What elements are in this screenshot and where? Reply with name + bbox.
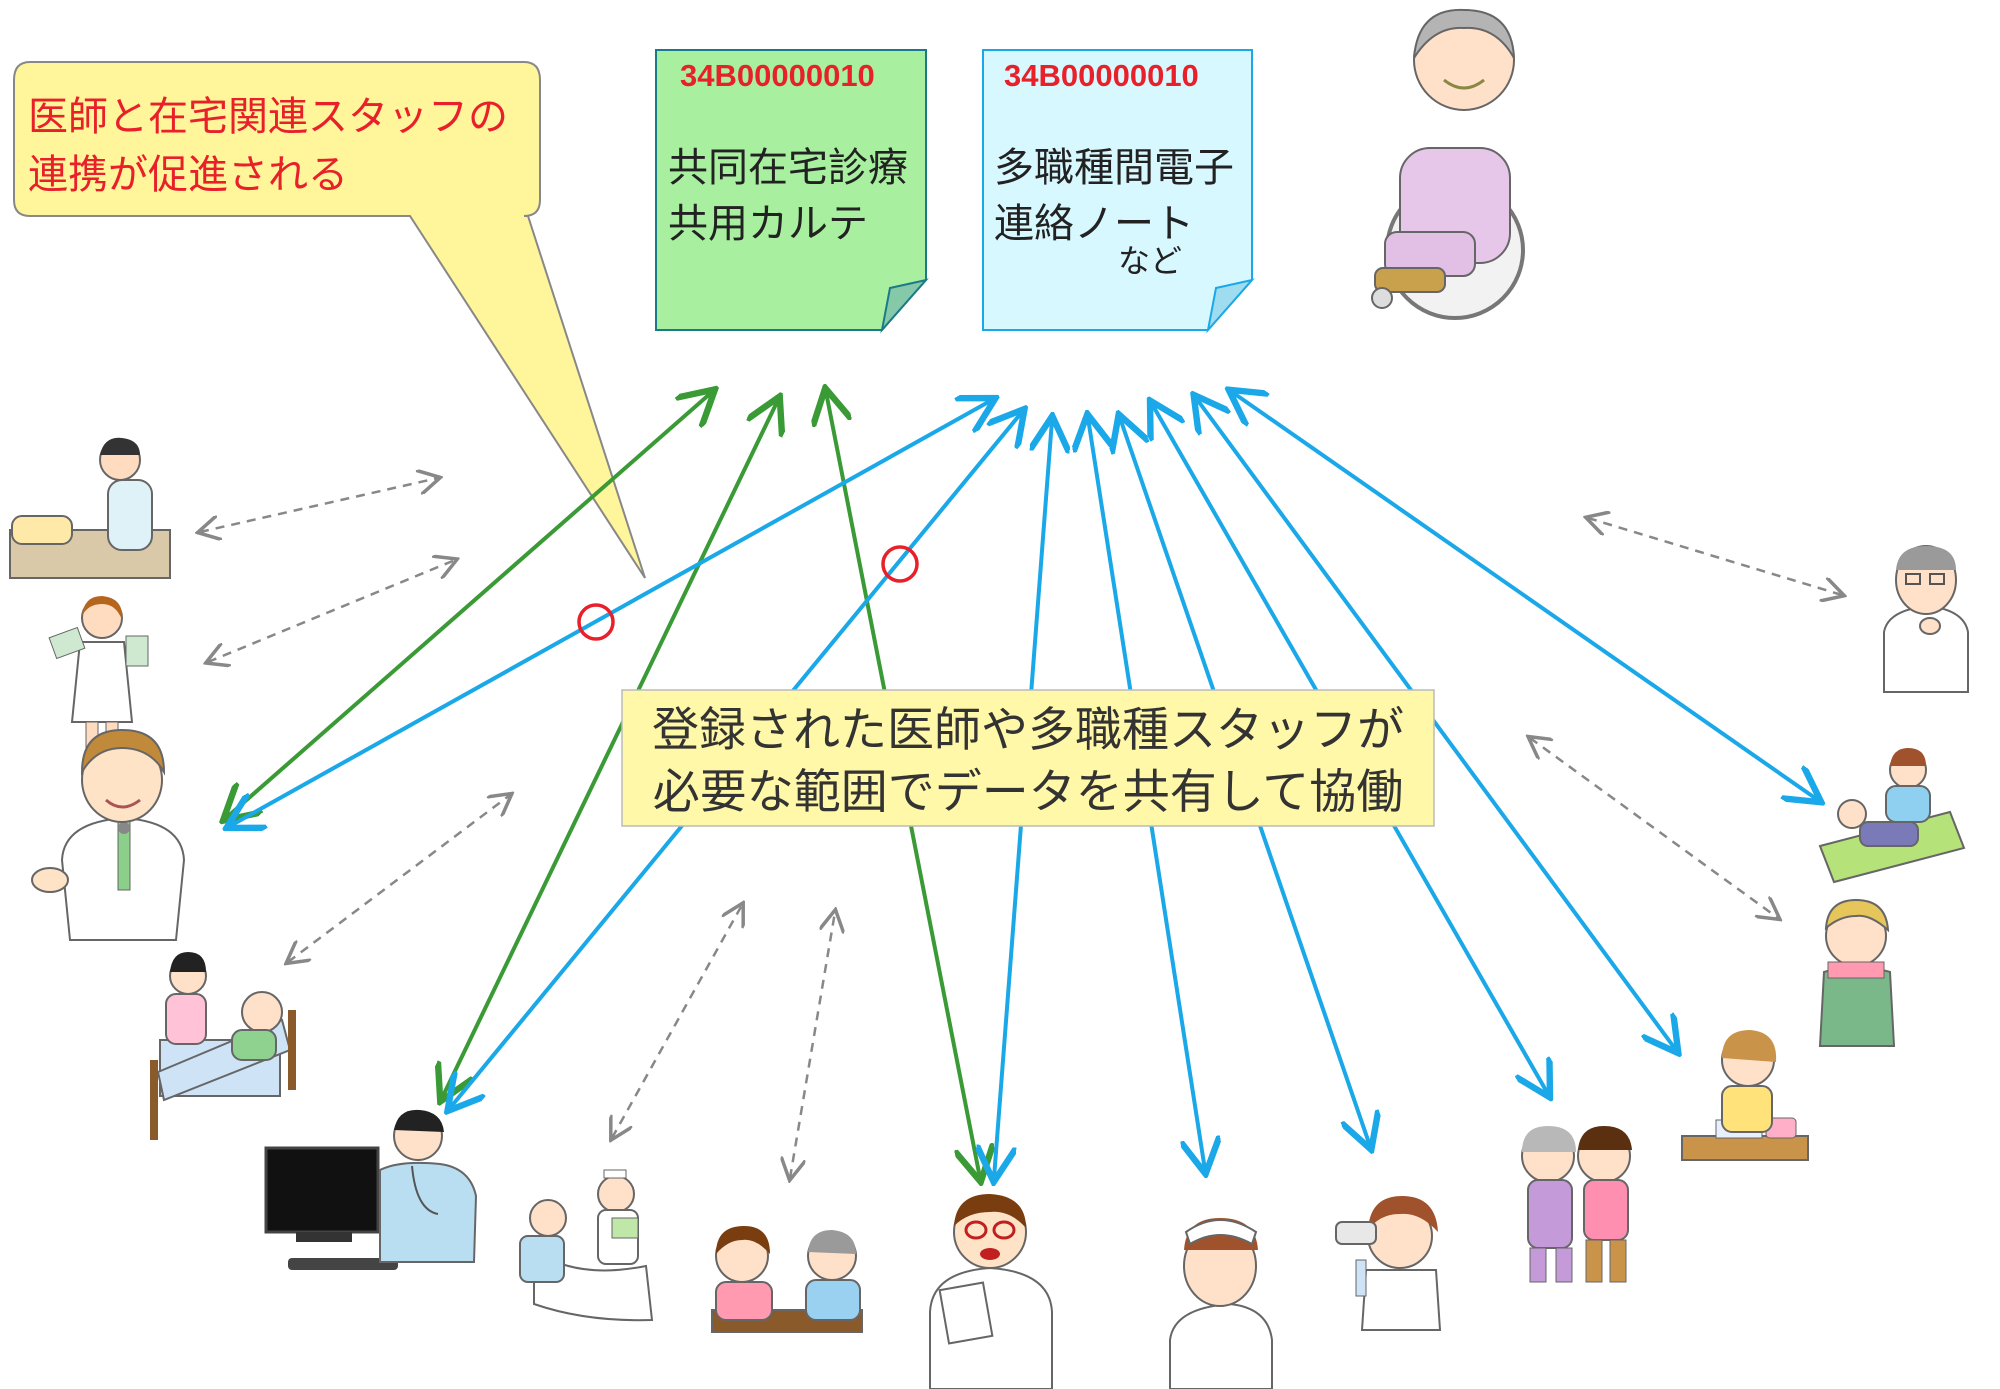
marker-circle — [881, 545, 919, 583]
home-care-bed-icon — [150, 952, 296, 1140]
nurse-icon — [1169, 1218, 1273, 1389]
dashed-arrow — [208, 560, 455, 662]
dashed-arrow — [1530, 738, 1778, 918]
dashed-arrow — [612, 905, 742, 1138]
note-id-label: 34B00000010 — [1004, 58, 1199, 93]
rehab-therapist-icon — [9, 437, 171, 579]
dashed-arrow — [200, 478, 438, 532]
center-label-box — [621, 689, 1435, 827]
note-id-label: 34B00000010 — [680, 58, 875, 93]
callout-text: 医師と在宅関連スタッフの 連携が促進される — [28, 88, 538, 204]
doctor-icon — [31, 728, 186, 941]
dashed-arrow — [790, 912, 835, 1178]
center-label: 登録された医師や多職種スタッフが 必要な範囲でデータを共有して協働 — [628, 700, 1428, 824]
caregiver-with-elderly-icon — [1521, 1126, 1632, 1283]
phone-operator-icon — [1681, 1030, 1809, 1161]
note-line: 多職種間電子 — [994, 145, 1234, 191]
note-line: 共同在宅診療 — [668, 145, 908, 191]
marker-circle — [577, 603, 615, 641]
dashed-arrow — [288, 795, 510, 962]
lab-technician-icon — [1335, 1196, 1442, 1331]
physical-therapist-icon — [1818, 748, 1966, 884]
note-suffix: など — [1118, 242, 1183, 280]
intersection-markers — [577, 545, 919, 641]
pharmacist-icon — [48, 596, 149, 759]
center-label-line: 必要な範囲でデータを共有して協働 — [652, 765, 1404, 820]
nurse-with-patient-icon — [519, 1169, 654, 1322]
care-consultation-icon — [711, 1226, 863, 1333]
lecturing-doctor-icon — [929, 1194, 1053, 1389]
patient-in-wheelchair-icon — [1371, 8, 1525, 320]
home-helper-icon — [1818, 898, 1896, 1047]
callout-line: 医師と在宅関連スタッフの — [28, 94, 508, 140]
note-body: 共同在宅診療 共用カルテ — [668, 140, 908, 252]
note-line: 連絡ノート — [994, 201, 1194, 247]
callout-line: 連携が促進される — [28, 152, 348, 198]
note-line: 共用カルテ — [668, 201, 868, 247]
blue-arrow — [1232, 392, 1818, 800]
thinking-doctor-icon — [1883, 545, 1969, 693]
contact-notebook-note — [982, 49, 1255, 334]
shared-chart-note — [655, 49, 929, 334]
center-label-line: 登録された医師や多職種スタッフが — [652, 703, 1404, 758]
doctor-at-computer-icon — [264, 1109, 478, 1270]
dashed-arrow — [1588, 518, 1842, 595]
note-body: 多職種間電子 連絡ノート — [994, 140, 1234, 252]
